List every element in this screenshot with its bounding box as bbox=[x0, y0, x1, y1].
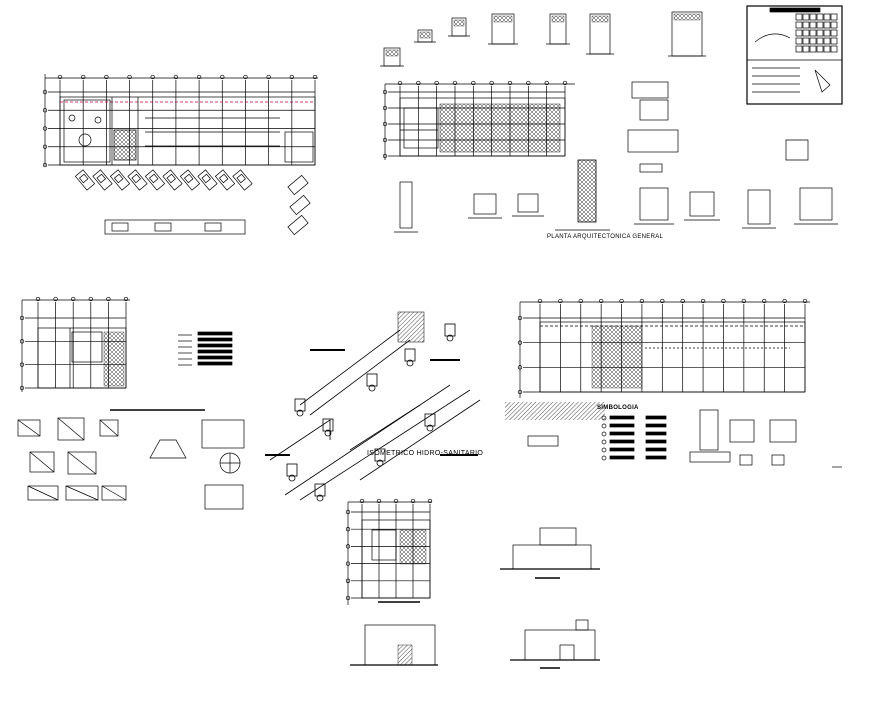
label-isometrico-hidro-sanitario: ISOMETRICO HIDRO-SANITARIO bbox=[367, 450, 484, 457]
plan-middle-left bbox=[17, 296, 245, 510]
label-planta-arquitectonica-general: PLANTA ARQUITECTONICA GENERAL bbox=[547, 234, 664, 240]
isometric-hydro-sanitary bbox=[265, 311, 481, 502]
plan-top-right bbox=[380, 5, 843, 233]
plan-top-left bbox=[42, 74, 318, 236]
elevations-bottom bbox=[345, 498, 600, 669]
plan-right-middle bbox=[505, 298, 842, 468]
label-simbologia: SIMBOLOGIA bbox=[597, 405, 639, 411]
